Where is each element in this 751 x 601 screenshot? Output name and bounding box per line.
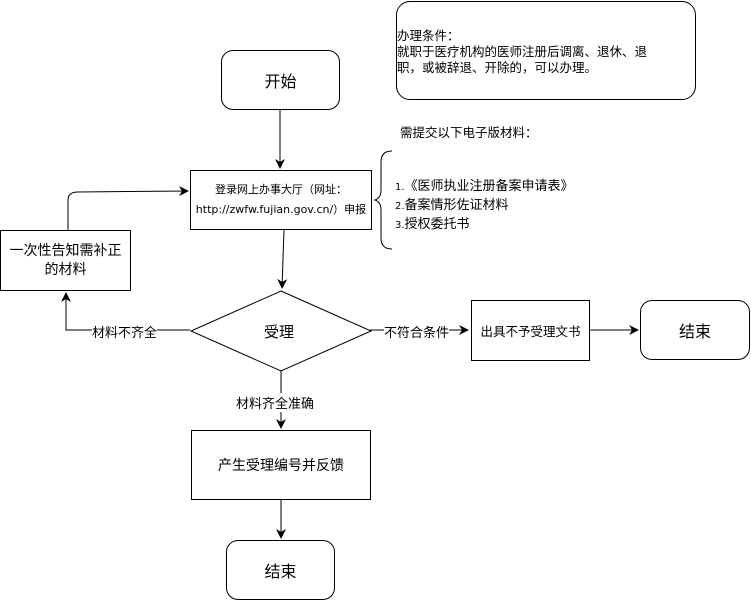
- conditions-line-1: 就职于医疗机构的医师注册后调离、退休、退: [397, 44, 648, 59]
- conditions-line-2: 职，或被辞退、开除的，可以办理。: [397, 60, 598, 75]
- edge-label-complete: 材料齐全准确: [236, 393, 315, 412]
- arrow-apply-to-accept: [277, 229, 288, 289]
- materials-list: 1.《医师执业注册备案申请表》 2.备案情形佐证材料 3.授权委托书: [395, 177, 574, 234]
- reject-document-node: 出具不予受理文书: [471, 300, 590, 361]
- arrow-notify-to-apply: [67, 186, 189, 230]
- end-node-right: 结束: [640, 300, 750, 360]
- apply-line-2: http://zwfw.fujian.gov.cn/）申报: [195, 203, 367, 216]
- notify-supplement-node: 一次性告知需补正 的材料: [0, 230, 131, 291]
- materials-item-3: 3.授权委托书: [395, 217, 470, 232]
- conditions-note: 办理条件： 就职于医疗机构的医师注册后调离、退休、退 职，或被辞退、开除的，可以…: [396, 1, 696, 100]
- accept-diamond: [189, 290, 373, 372]
- materials-brace: [373, 150, 393, 250]
- edge-label-incomplete: 材料不齐全: [92, 322, 158, 341]
- materials-heading: 需提交以下电子版材料：: [400, 122, 538, 141]
- edge-label-not-eligible: 不符合条件: [384, 322, 450, 341]
- conditions-title: 办理条件：: [397, 28, 460, 43]
- apply-online-node: 登录网上办事大厅（网址： http://zwfw.fujian.gov.cn/）…: [190, 170, 372, 230]
- accept-label: 受理: [264, 323, 295, 341]
- end-node-bottom: 结束: [226, 540, 335, 600]
- notify-line-1: 一次性告知需补正: [9, 242, 122, 259]
- materials-item-2: 2.备案情形佐证材料: [395, 198, 509, 213]
- notify-line-2: 的材料: [44, 261, 87, 278]
- apply-line-1: 登录网上办事大厅（网址：: [215, 183, 347, 196]
- materials-item-1: 1.《医师执业注册备案申请表》: [395, 179, 574, 194]
- start-node: 开始: [221, 50, 340, 110]
- feedback-node: 产生受理编号并反馈: [191, 430, 371, 500]
